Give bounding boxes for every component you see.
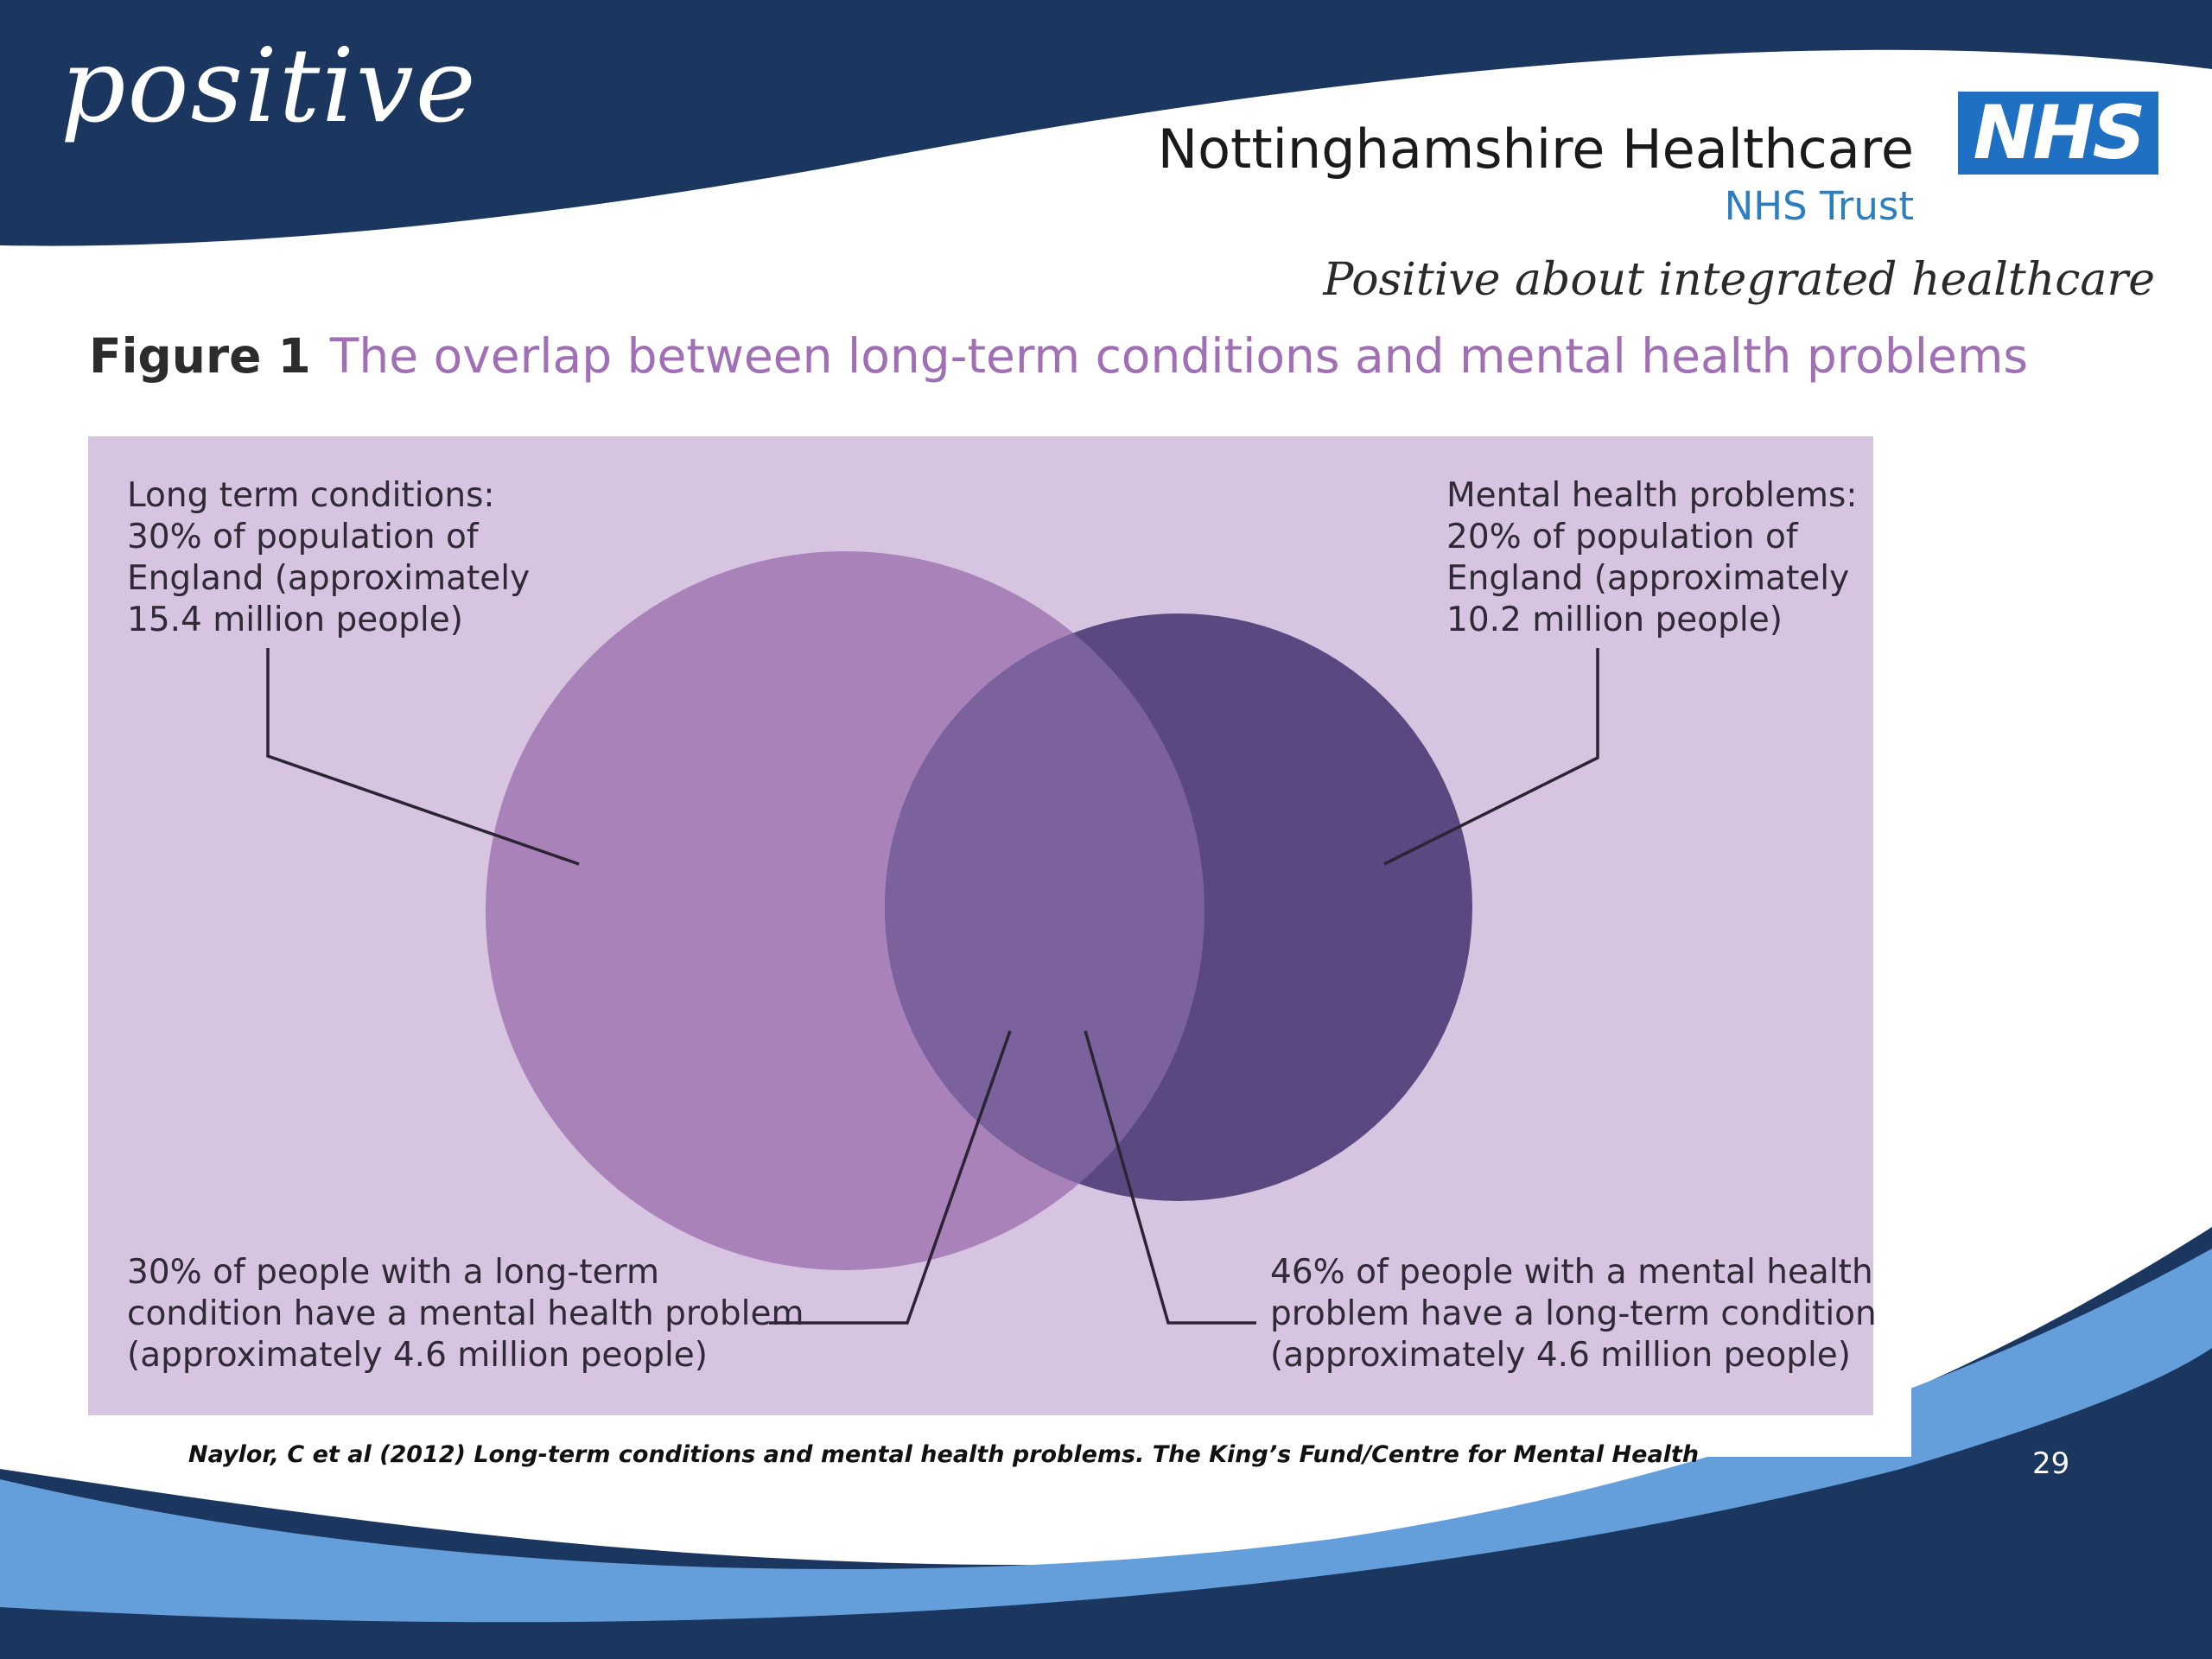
overlap-region [885,613,1205,1201]
header-wave [0,0,2212,246]
long-term-conditions-label: Long term conditions: 30% of population … [127,476,531,639]
mental-health-label: Mental health problems: 20% of populatio… [1446,476,1858,639]
figure-title: Figure 1 The overlap between long-term co… [89,328,2028,384]
organization-name: Nottinghamshire Healthcare [1157,118,1914,181]
figure-number: Figure 1 [89,328,311,384]
organization-subtitle: NHS Trust [1724,183,1914,229]
figure-title-text: The overlap between long-term conditions… [329,328,2029,384]
footer-wave-bottom [0,1348,2212,1659]
positive-logo: positive [60,26,478,145]
leader-line-long-term [266,648,580,866]
ltc-with-mental-health-label: 30% of people with a long-term condition… [127,1253,804,1375]
venn-diagram-panel: Long term conditions: 30% of population … [88,436,1877,1415]
leader-line-mental-health [1383,648,1599,866]
nhs-logo: NHS [1958,92,2158,175]
leader-line-mh-with-ltc [1084,1030,1256,1325]
mh-with-long-term-label: 46% of people with a mental health probl… [1270,1253,1877,1375]
tagline: Positive about integrated healthcare [1323,254,2155,306]
venn-diagram [88,436,1873,1415]
citation: Naylor, C et al (2012) Long-term conditi… [188,1441,1700,1468]
leader-line-ltc-with-mh [769,1030,1012,1325]
page-number: 29 [2032,1446,2070,1481]
